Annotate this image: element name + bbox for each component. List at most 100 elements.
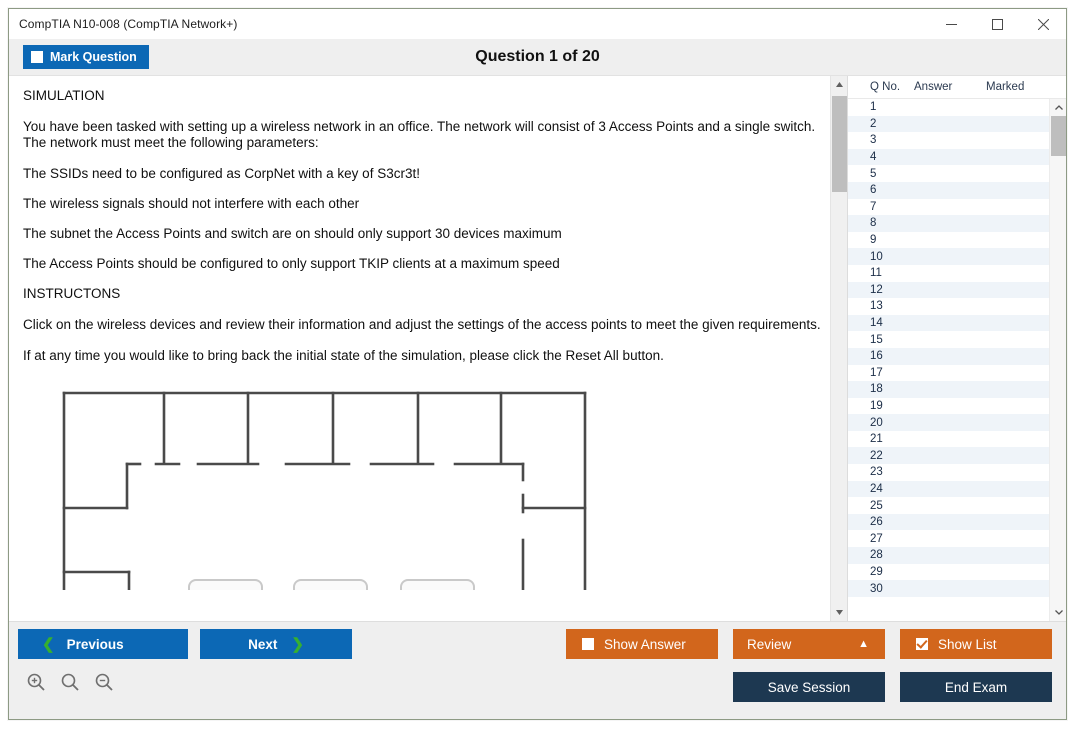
row-question-number: 21 bbox=[870, 433, 883, 446]
scroll-up-icon[interactable] bbox=[831, 76, 847, 93]
row-question-number: 10 bbox=[870, 250, 883, 263]
row-question-number: 16 bbox=[870, 350, 883, 363]
show-list-label: Show List bbox=[938, 636, 997, 652]
table-row[interactable]: 28 bbox=[848, 547, 1049, 564]
floorplan-diagram[interactable] bbox=[23, 390, 829, 590]
close-icon[interactable] bbox=[1020, 9, 1066, 39]
row-question-number: 26 bbox=[870, 516, 883, 529]
row-question-number: 25 bbox=[870, 499, 883, 512]
table-row[interactable]: 26 bbox=[848, 513, 1049, 531]
table-row[interactable]: 8 bbox=[848, 215, 1049, 232]
question-header-bar: Mark Question Question 1 of 20 bbox=[9, 39, 1066, 76]
table-row[interactable]: 3 bbox=[848, 132, 1049, 149]
table-row[interactable]: 5 bbox=[848, 165, 1049, 182]
row-question-number: 6 bbox=[870, 184, 877, 197]
previous-button[interactable]: ❮ Previous bbox=[18, 629, 188, 659]
table-row[interactable]: 15 bbox=[848, 331, 1049, 348]
table-row[interactable]: 4 bbox=[848, 148, 1049, 166]
table-row[interactable]: 17 bbox=[848, 364, 1049, 382]
table-row[interactable]: 22 bbox=[848, 447, 1049, 465]
column-header-answer: Answer bbox=[914, 81, 953, 93]
row-question-number: 7 bbox=[870, 200, 877, 213]
table-row[interactable]: 12 bbox=[848, 281, 1049, 299]
row-question-number: 18 bbox=[870, 383, 883, 396]
row-question-number: 20 bbox=[870, 416, 883, 429]
table-row[interactable]: 2 bbox=[848, 115, 1049, 133]
show-answer-checkbox-icon[interactable] bbox=[582, 638, 594, 650]
table-row[interactable]: 11 bbox=[848, 264, 1049, 282]
mark-question-button[interactable]: Mark Question bbox=[23, 45, 149, 69]
table-row[interactable]: 7 bbox=[848, 198, 1049, 216]
save-session-button[interactable]: Save Session bbox=[733, 672, 885, 702]
question-list-scrollbar[interactable] bbox=[1049, 99, 1066, 621]
table-row[interactable]: 13 bbox=[848, 298, 1049, 315]
row-question-number: 8 bbox=[870, 217, 877, 230]
list-scrollbar-thumb[interactable] bbox=[1051, 116, 1066, 156]
row-question-number: 19 bbox=[870, 399, 883, 412]
chevron-right-icon: ❯ bbox=[291, 635, 304, 653]
table-row[interactable]: 20 bbox=[848, 414, 1049, 431]
previous-label: Previous bbox=[66, 636, 124, 652]
row-question-number: 12 bbox=[870, 283, 883, 296]
table-row[interactable]: 29 bbox=[848, 563, 1049, 581]
list-scroll-down-icon[interactable] bbox=[1050, 604, 1066, 621]
next-button[interactable]: Next ❯ bbox=[200, 629, 352, 659]
table-row[interactable]: 25 bbox=[848, 497, 1049, 514]
column-header-qno: Q No. bbox=[870, 81, 901, 93]
instruction-paragraph: Click on the wireless devices and review… bbox=[23, 317, 821, 332]
end-exam-label: End Exam bbox=[944, 679, 1008, 695]
table-row[interactable]: 9 bbox=[848, 231, 1049, 249]
table-row[interactable]: 1 bbox=[848, 99, 1049, 116]
row-question-number: 17 bbox=[870, 366, 883, 379]
table-row[interactable]: 18 bbox=[848, 381, 1049, 398]
zoom-reset-icon[interactable] bbox=[60, 672, 80, 692]
table-row[interactable]: 24 bbox=[848, 480, 1049, 498]
question-paragraph: The wireless signals should not interfer… bbox=[23, 196, 360, 211]
table-row[interactable]: 21 bbox=[848, 430, 1049, 448]
row-question-number: 2 bbox=[870, 117, 877, 130]
scroll-down-icon[interactable] bbox=[831, 604, 847, 621]
table-row[interactable]: 6 bbox=[848, 181, 1049, 199]
row-question-number: 14 bbox=[870, 317, 883, 330]
row-question-number: 13 bbox=[870, 300, 883, 313]
show-answer-button[interactable]: Show Answer bbox=[566, 629, 718, 659]
table-row[interactable]: 27 bbox=[848, 530, 1049, 548]
show-list-button[interactable]: Show List bbox=[900, 629, 1052, 659]
end-exam-button[interactable]: End Exam bbox=[900, 672, 1052, 702]
question-pane-scrollbar[interactable] bbox=[830, 76, 847, 621]
list-scroll-up-icon[interactable] bbox=[1050, 99, 1066, 116]
mark-question-checkbox-icon[interactable] bbox=[31, 51, 43, 63]
scrollbar-thumb[interactable] bbox=[832, 96, 847, 192]
row-question-number: 9 bbox=[870, 234, 877, 247]
row-question-number: 30 bbox=[870, 582, 883, 595]
question-paragraph: The Access Points should be configured t… bbox=[23, 256, 560, 271]
chevron-up-icon: ▲ bbox=[858, 638, 869, 650]
question-list-header: Q No. Answer Marked bbox=[848, 76, 1066, 98]
save-session-label: Save Session bbox=[767, 679, 851, 695]
table-row[interactable]: 10 bbox=[848, 248, 1049, 265]
table-row[interactable]: 16 bbox=[848, 347, 1049, 365]
row-question-number: 24 bbox=[870, 482, 883, 495]
title-bar: CompTIA N10-008 (CompTIA Network+) bbox=[9, 9, 1066, 39]
body-split: SIMULATION You have been tasked with set… bbox=[9, 76, 1066, 621]
table-row[interactable]: 19 bbox=[848, 397, 1049, 415]
table-row[interactable]: 30 bbox=[848, 580, 1049, 597]
table-row[interactable]: 23 bbox=[848, 464, 1049, 481]
row-question-number: 3 bbox=[870, 134, 877, 147]
instructions-heading: INSTRUCTONS bbox=[23, 286, 121, 301]
exam-window: CompTIA N10-008 (CompTIA Network+) Mark … bbox=[8, 8, 1067, 720]
maximize-icon[interactable] bbox=[974, 9, 1020, 39]
show-list-checkbox-icon[interactable] bbox=[916, 638, 928, 650]
window-controls bbox=[928, 9, 1066, 39]
window-title: CompTIA N10-008 (CompTIA Network+) bbox=[19, 17, 238, 31]
review-dropdown-button[interactable]: Review ▲ bbox=[733, 629, 885, 659]
footer-toolbar: ❮ Previous Next ❯ Show Answer Review ▲ S… bbox=[9, 621, 1066, 719]
row-question-number: 28 bbox=[870, 549, 883, 562]
table-row[interactable]: 14 bbox=[848, 314, 1049, 332]
chevron-left-icon: ❮ bbox=[42, 635, 55, 653]
minimize-icon[interactable] bbox=[928, 9, 974, 39]
zoom-out-icon[interactable] bbox=[94, 672, 114, 692]
zoom-in-icon[interactable] bbox=[26, 672, 46, 692]
